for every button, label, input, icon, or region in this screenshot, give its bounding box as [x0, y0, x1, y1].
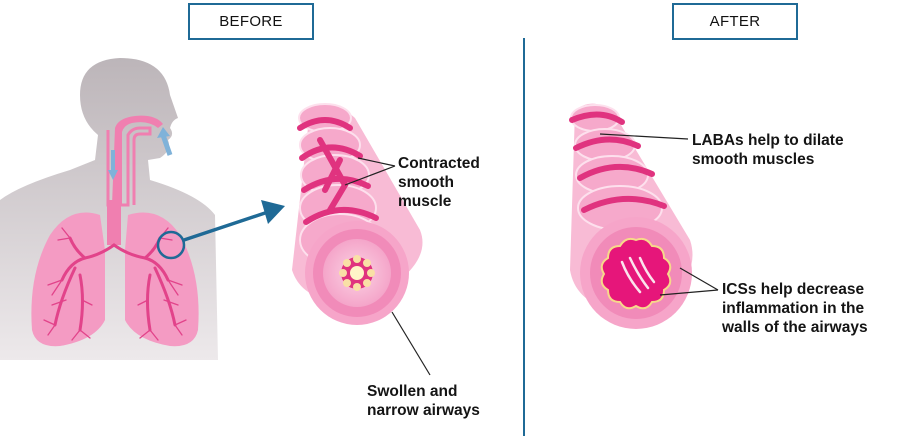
label-swollen-airways: Swollen and narrow airways: [367, 383, 480, 419]
human-torso-figure: [0, 58, 218, 360]
before-pointers: [344, 157, 431, 376]
panel-divider: [523, 38, 525, 436]
bronchus-before: [292, 103, 423, 325]
before-title: BEFORE: [219, 13, 283, 30]
zoom-arrow: [183, 200, 285, 242]
before-header: BEFORE: [188, 3, 314, 40]
label-labas: LABAs help to dilate smooth muscles: [692, 132, 844, 168]
after-title: AFTER: [709, 13, 761, 30]
label-ics: ICSs help decrease inflammation in the w…: [722, 281, 868, 336]
after-pointers: [599, 133, 719, 296]
bronchus-after: [569, 103, 693, 329]
after-header: AFTER: [672, 3, 798, 40]
label-contracted-smooth-muscle: Contracted smooth muscle: [398, 155, 480, 210]
